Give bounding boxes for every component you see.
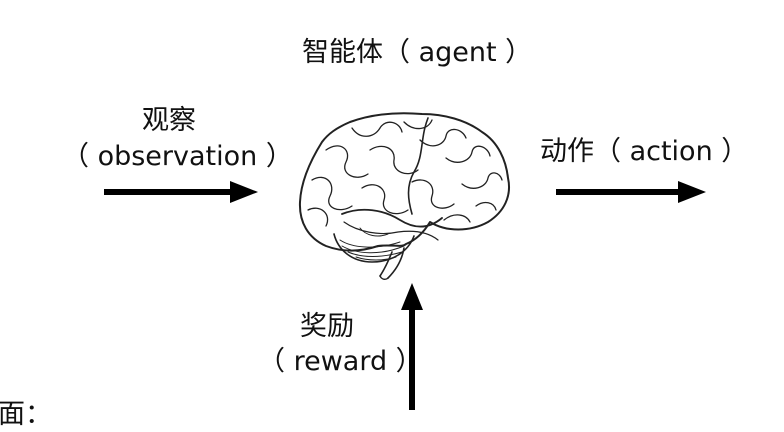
observation-label-en: （ observation ） xyxy=(62,141,293,172)
agent-label: 智能体（ agent ） xyxy=(302,37,533,68)
brain-icon xyxy=(298,112,510,281)
cut-off-caption: 面： xyxy=(0,399,52,430)
action-label: 动作（ action ） xyxy=(540,136,749,167)
reward-label-en: （ reward ） xyxy=(258,346,423,377)
reward-arrow xyxy=(401,283,423,410)
observation-label-zh: 观察 xyxy=(142,105,196,136)
observation-arrow xyxy=(104,181,258,203)
reward-label-zh: 奖励 xyxy=(300,311,354,342)
action-arrow xyxy=(556,181,706,203)
